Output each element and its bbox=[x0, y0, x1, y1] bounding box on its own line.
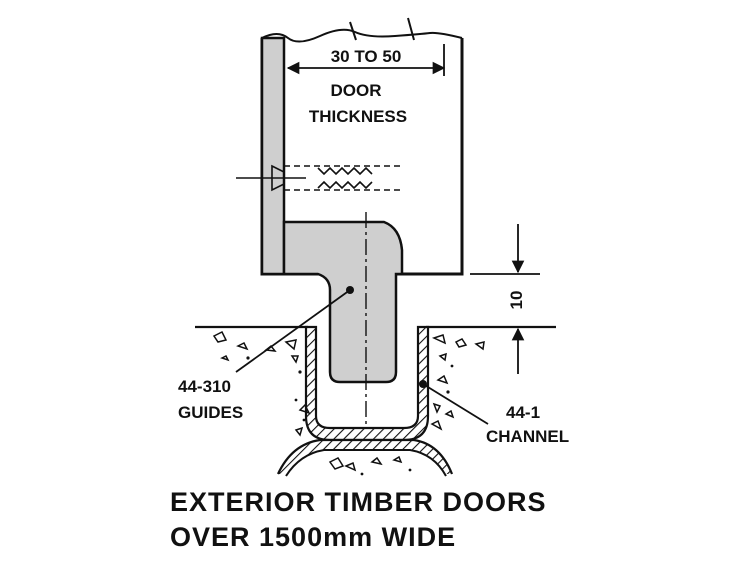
guides-label: GUIDES bbox=[178, 403, 243, 422]
door-label-line2: THICKNESS bbox=[309, 107, 407, 126]
guides-code: 44-310 bbox=[178, 377, 231, 396]
dimension-top-label: 30 TO 50 bbox=[331, 47, 402, 66]
dimension-thickness bbox=[286, 44, 446, 76]
channel-code: 44-1 bbox=[506, 403, 540, 422]
caption-line1: EXTERIOR TIMBER DOORS bbox=[170, 487, 547, 517]
door-label-line1: DOOR bbox=[331, 81, 382, 100]
channel-label: CHANNEL bbox=[486, 427, 569, 446]
caption-line2: OVER 1500mm WIDE bbox=[170, 522, 456, 552]
guide-bracket bbox=[282, 220, 404, 384]
dimension-side-label: 10 bbox=[507, 291, 526, 310]
leader-lines bbox=[235, 289, 489, 425]
dimension-gap bbox=[470, 224, 540, 374]
concrete-aggregate bbox=[212, 330, 485, 472]
door-edge-strip bbox=[260, 36, 286, 276]
channel-section bbox=[304, 325, 430, 442]
screw-fixings bbox=[236, 164, 404, 192]
